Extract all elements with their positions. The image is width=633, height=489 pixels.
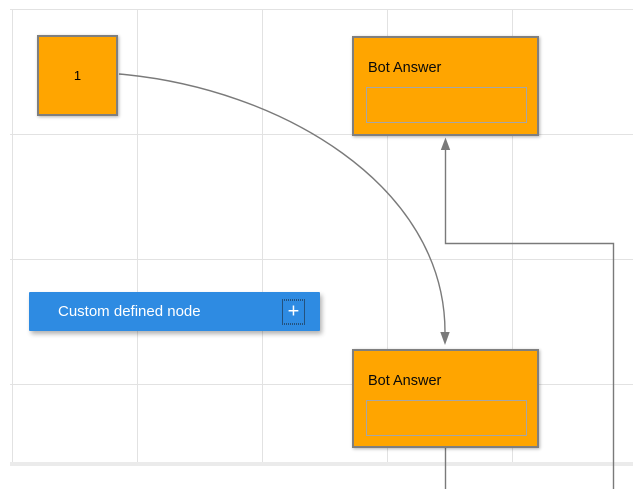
node-square-1[interactable]: 1 (37, 35, 118, 116)
custom-node-label: Custom defined node (58, 303, 201, 320)
node-custom-defined[interactable]: Custom defined node + (29, 292, 320, 331)
bot-answer-top-text-input[interactable] (366, 87, 527, 123)
bot-answer-top-title: Bot Answer (368, 60, 442, 76)
curved-connector-arrowhead-down (440, 332, 450, 345)
orthogonal-connector[interactable] (444, 150, 615, 489)
add-plus-icon[interactable]: + (282, 299, 305, 324)
node-square-label: 1 (73, 68, 82, 83)
node-bot-answer-top[interactable]: Bot Answer (352, 36, 539, 136)
orthogonal-connector-arrowhead-up (440, 137, 451, 150)
node-bot-answer-bottom[interactable]: Bot Answer (352, 349, 539, 448)
curved-connector[interactable] (118, 73, 446, 333)
bot-answer-bottom-text-input[interactable] (366, 400, 527, 436)
bot-answer-bottom-title: Bot Answer (368, 373, 442, 389)
grid-bottom-edge (10, 462, 633, 466)
